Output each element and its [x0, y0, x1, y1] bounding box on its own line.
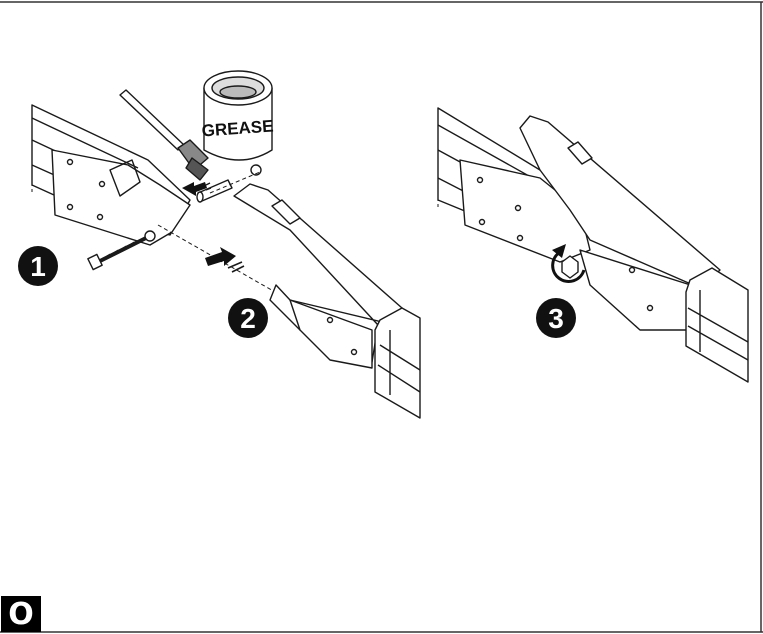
right-assembly [437, 107, 749, 383]
assembled-lower-plate [579, 249, 701, 331]
tighten-arrow-icon [551, 250, 586, 283]
grease-label: GREASE [201, 117, 274, 141]
push-arrow-icon [205, 247, 236, 266]
assembled-bracket-plate [459, 159, 591, 263]
rivet [66, 203, 74, 211]
raised-arm-slot [567, 141, 593, 165]
push-arrow-lines-icon [227, 261, 245, 273]
svg-text:2: 2 [240, 303, 256, 334]
pin [196, 179, 233, 203]
rivet [350, 348, 358, 356]
nut-hex [561, 255, 579, 279]
alignment-line [209, 171, 261, 194]
left-bracket-inner [109, 159, 141, 197]
right-beam-faces [377, 330, 421, 395]
svg-text:1: 1 [30, 251, 46, 282]
right-beam [374, 307, 421, 419]
rivet [514, 204, 522, 212]
bolt [87, 236, 147, 271]
brush-icon [119, 89, 209, 181]
assembled-right-beam-faces [687, 290, 749, 361]
grease-can-icon [203, 70, 273, 161]
step-badge-1: 1 [18, 246, 58, 286]
bracket-hole [144, 230, 156, 242]
rivet [96, 213, 104, 221]
rivet [646, 304, 654, 312]
step-badge-2: 2 [228, 298, 268, 338]
rivet [326, 316, 334, 324]
rivet [516, 234, 524, 242]
rivet [478, 218, 486, 226]
rivet [66, 158, 74, 166]
tighten-arrowhead-icon [552, 244, 566, 258]
rivet [628, 266, 636, 274]
svg-text:3: 3 [548, 303, 564, 334]
section-letter-tab: O [1, 596, 41, 632]
right-bracket-slot [271, 199, 301, 225]
rivet [98, 180, 106, 188]
step-badge-3: 3 [536, 298, 576, 338]
left-bracket-plate [51, 149, 191, 246]
rivet [476, 176, 484, 184]
insert-arrow-lines-icon [205, 182, 212, 191]
insert-arrow-icon [182, 182, 207, 196]
left-assembly: GREASE [31, 70, 421, 419]
